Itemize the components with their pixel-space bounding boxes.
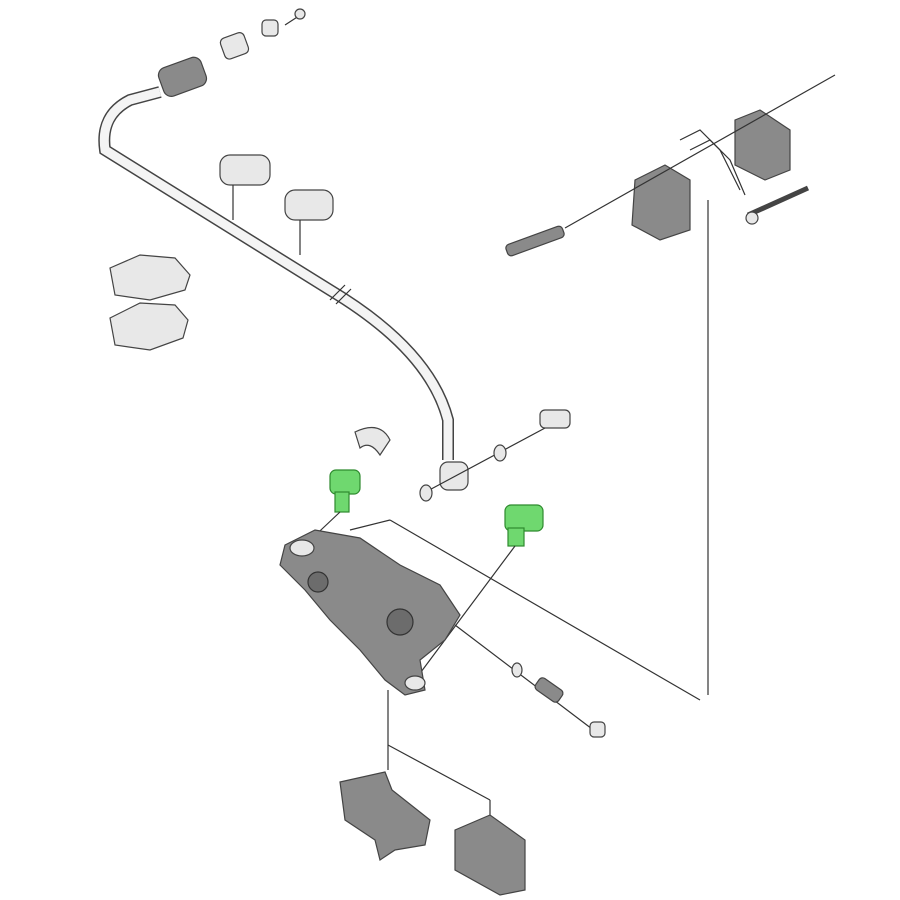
brake-hose[interactable] <box>98 86 454 460</box>
brake-pads-upper[interactable] <box>505 74 836 695</box>
hose-guide-blocks[interactable] <box>109 254 191 351</box>
banjo-fitting[interactable] <box>354 409 571 502</box>
brake-caliper[interactable] <box>279 519 701 701</box>
hose-clips[interactable] <box>219 154 334 255</box>
bleed-screw[interactable] <box>454 624 606 738</box>
hose-fittings[interactable] <box>156 8 306 99</box>
mounting-bolt-highlighted[interactable] <box>304 469 544 681</box>
brake-pads-lower[interactable] <box>339 690 526 896</box>
